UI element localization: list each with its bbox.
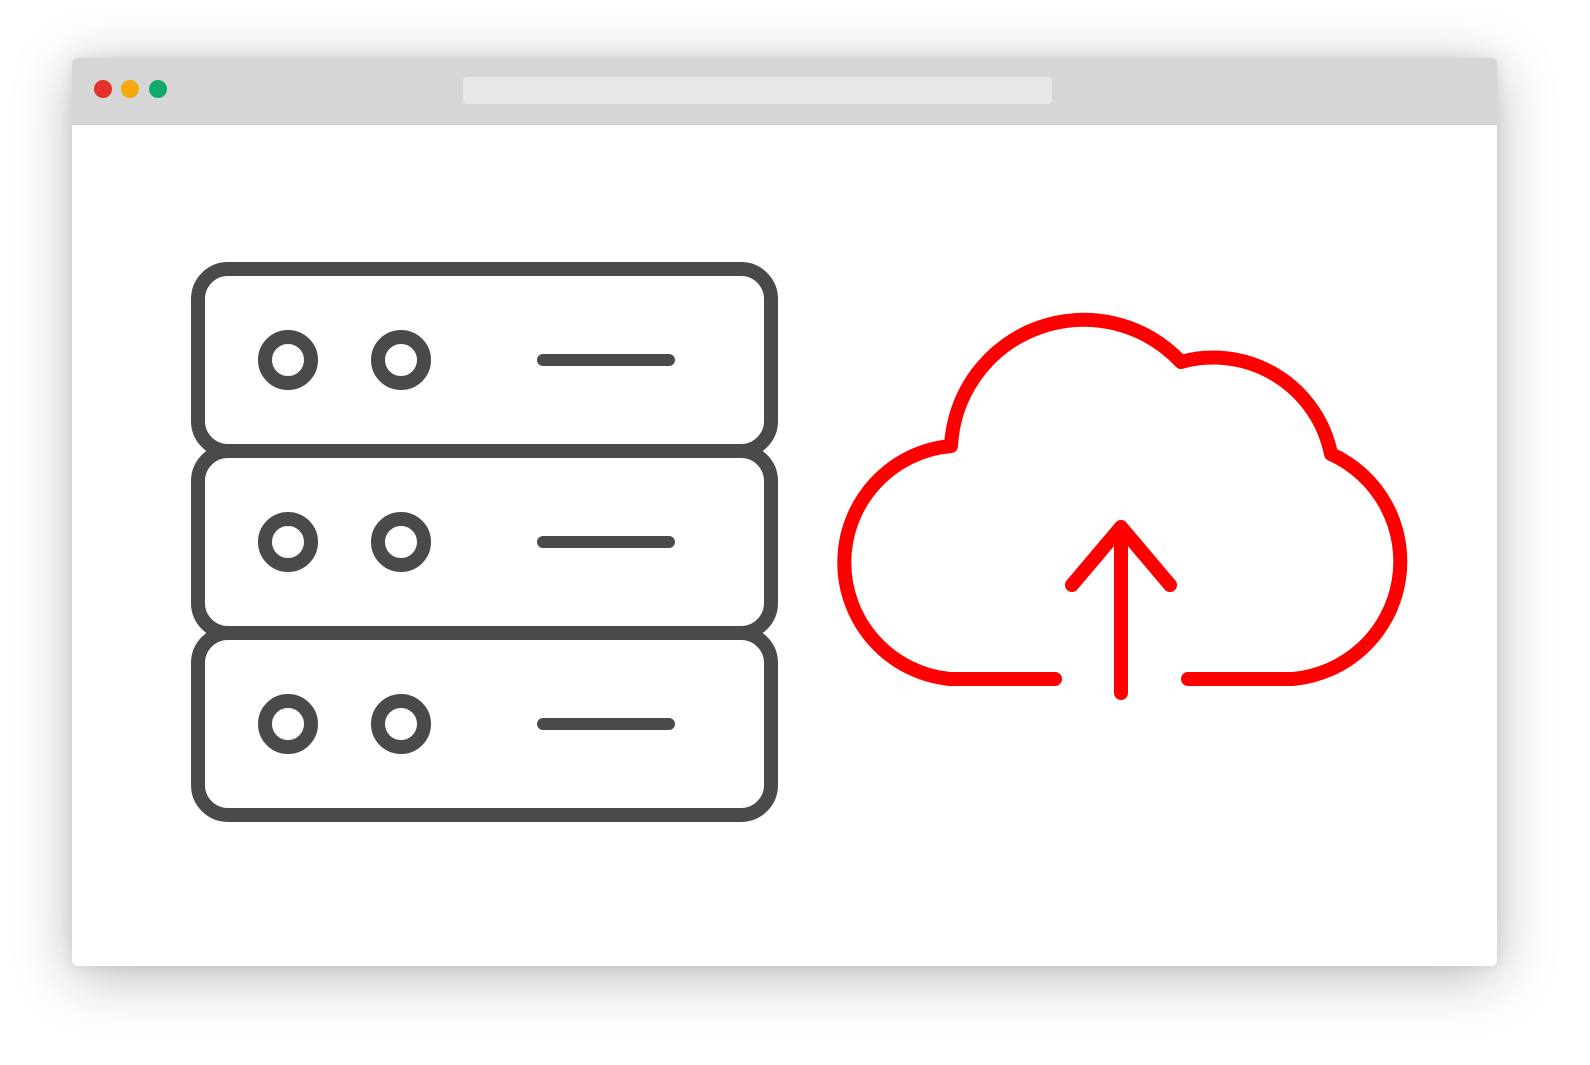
status-light-icon xyxy=(258,694,318,754)
server-stack-icon xyxy=(191,262,778,822)
cloud-outline xyxy=(837,312,1408,686)
close-button[interactable] xyxy=(94,80,112,98)
minimize-button[interactable] xyxy=(121,80,139,98)
server-unit xyxy=(191,262,778,458)
title-bar xyxy=(72,58,1497,125)
cloud-upload-icon xyxy=(837,312,1408,700)
status-light-icon xyxy=(258,330,318,390)
upload-arrow-icon xyxy=(1065,520,1177,700)
status-light-icon xyxy=(371,694,431,754)
server-unit xyxy=(191,444,778,640)
status-light-icon xyxy=(371,330,431,390)
server-unit xyxy=(191,626,778,822)
status-light-icon xyxy=(258,512,318,572)
address-bar[interactable] xyxy=(463,77,1052,104)
maximize-button[interactable] xyxy=(149,80,167,98)
status-light-icon xyxy=(371,512,431,572)
